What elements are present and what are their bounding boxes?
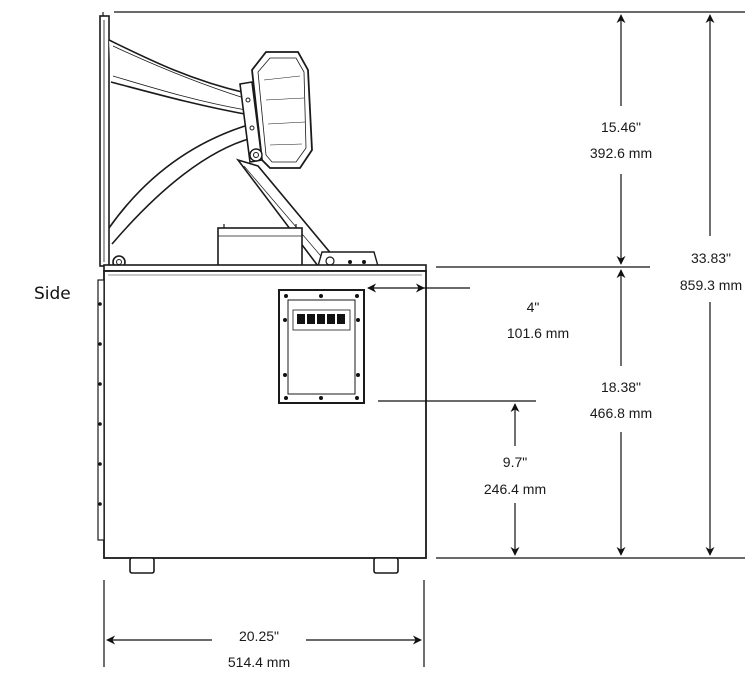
dim-horn-height-metric: 392.6 mm	[590, 145, 652, 161]
cabinet	[97, 270, 427, 559]
view-label: Side	[34, 284, 71, 304]
dim-width-imperial: 20.25"	[239, 628, 279, 644]
horn	[108, 39, 253, 245]
dimension-labels: 15.46" 392.6 mm 33.83" 859.3 mm 4" 101.6…	[228, 119, 742, 670]
dimension-lines	[103, 11, 745, 667]
dim-overall-height-metric: 859.3 mm	[680, 277, 742, 293]
dim-panel-height-imperial: 9.7"	[503, 454, 527, 470]
dim-panel-offset-metric: 101.6 mm	[507, 325, 569, 341]
cabinet-feet	[129, 557, 399, 574]
dim-cabinet-height-metric: 466.8 mm	[590, 405, 652, 421]
top-mounted-box	[217, 224, 379, 267]
loudspeaker	[235, 51, 340, 267]
connector-panel	[278, 289, 365, 404]
dim-cabinet-height-imperial: 18.38"	[601, 379, 641, 395]
dim-panel-height-metric: 246.4 mm	[484, 481, 546, 497]
dim-horn-height-imperial: 15.46"	[601, 119, 641, 135]
dim-width-metric: 514.4 mm	[228, 654, 290, 670]
dim-panel-offset-imperial: 4"	[527, 299, 540, 315]
unit-illustration	[97, 12, 427, 574]
dim-overall-height-imperial: 33.83"	[691, 250, 731, 266]
